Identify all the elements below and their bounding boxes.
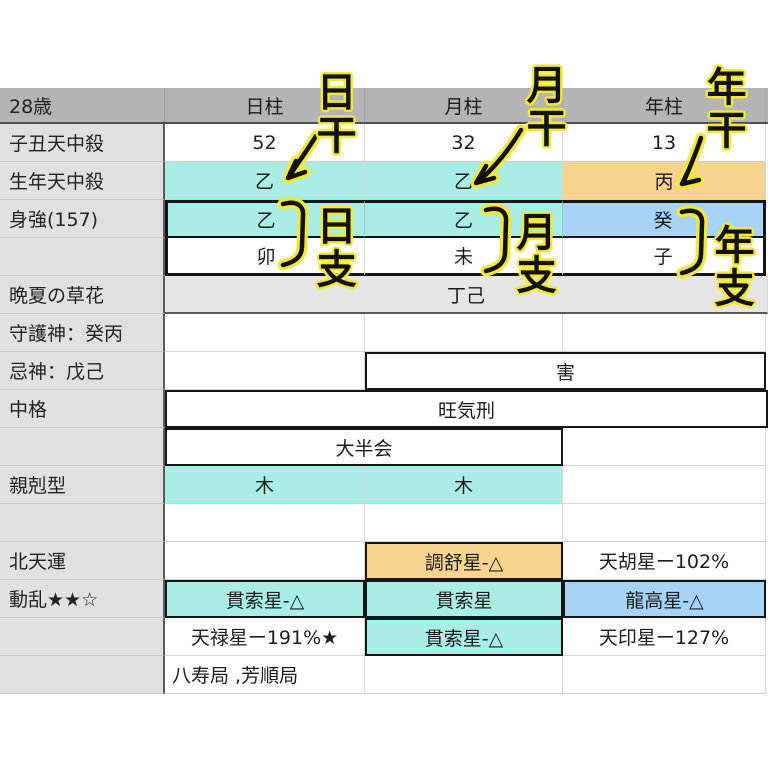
table-row-doran: 動乱★★☆ 貫索星-△ 貫索星 龍高星-△: [0, 580, 768, 618]
row-label: [0, 656, 165, 694]
cell-merged-hidden-stems: 丁己: [165, 276, 768, 314]
cell-year: 癸: [563, 200, 766, 238]
cell-month: 貫索星: [365, 580, 563, 618]
cell-month: [365, 656, 563, 694]
fortune-table: 28歳 日柱 月柱 年柱 子丑天中殺 52 32 13 生年天中殺 乙 乙 丙 …: [0, 88, 768, 694]
row-label: 晩夏の草花: [0, 276, 165, 314]
row-label: 中格: [0, 390, 165, 428]
row-label: [0, 428, 165, 466]
cell-month: 乙: [365, 200, 563, 238]
header-age: 28歳: [0, 88, 165, 122]
cell-year: 天印星ー127%: [563, 618, 766, 656]
cell-year: 天胡星ー102%: [563, 542, 766, 580]
cell-day: 卯: [165, 238, 365, 276]
cell-day: 天禄星ー191%★: [165, 618, 365, 656]
header-day-pillar: 日柱: [165, 88, 365, 122]
table-row-mikyo: 身強(157) 乙 乙 癸: [0, 200, 768, 238]
cell-day: 八寿局 ,芳順局: [165, 656, 365, 694]
cell-year: [563, 466, 766, 504]
cell-month: [365, 314, 563, 352]
cell-year: [563, 428, 766, 466]
cell-month: 未: [365, 238, 563, 276]
table-row-kyoku: 八寿局 ,芳順局: [0, 656, 768, 694]
cell-day: 乙: [165, 162, 365, 200]
row-label: 動乱★★☆: [0, 580, 165, 618]
table-header-row: 28歳 日柱 月柱 年柱: [0, 88, 768, 124]
header-month-pillar: 月柱: [365, 88, 563, 122]
table-row-chukaku: 中格 旺気刑: [0, 390, 768, 428]
cell-merged-gai: 害: [365, 352, 766, 390]
table-row-shinkoku: 親剋型 木 木: [0, 466, 768, 504]
header-year-pillar: 年柱: [563, 88, 766, 122]
cell-merged-okikei: 旺気刑: [165, 390, 768, 428]
cell-month: [365, 504, 563, 542]
table-row-tenroku: 天禄星ー191%★ 貫索星-△ 天印星ー127%: [0, 618, 768, 656]
cell-day: [165, 542, 365, 580]
cell-year: 丙: [563, 162, 766, 200]
cell-year: 13: [563, 124, 766, 162]
row-label: 親剋型: [0, 466, 165, 504]
row-label: [0, 618, 165, 656]
row-label: 身強(157): [0, 200, 165, 238]
row-label: [0, 504, 165, 542]
cell-month: 木: [365, 466, 563, 504]
table-row-seinen-tenchu: 生年天中殺 乙 乙 丙: [0, 162, 768, 200]
table-row-blank: [0, 504, 768, 542]
cell-day: [165, 352, 365, 390]
table-row-daihankai: 大半会: [0, 428, 768, 466]
cell-day: 木: [165, 466, 365, 504]
cell-year: 子: [563, 238, 766, 276]
cell-year: 龍高星-△: [563, 580, 766, 618]
cell-year: [563, 314, 766, 352]
cell-year: [563, 504, 766, 542]
cell-month: 調舒星-△: [365, 542, 563, 580]
cell-day: 貫索星-△: [165, 580, 365, 618]
row-label: 守護神：癸丙: [0, 314, 165, 352]
row-label: 北天運: [0, 542, 165, 580]
table-row-hokutenun: 北天運 調舒星-△ 天胡星ー102%: [0, 542, 768, 580]
cell-month: 貫索星-△: [365, 618, 563, 656]
cell-day: [165, 504, 365, 542]
cell-month: 乙: [365, 162, 563, 200]
cell-year: [563, 656, 766, 694]
cell-day: 52: [165, 124, 365, 162]
cell-month: 32: [365, 124, 563, 162]
cell-day: [165, 314, 365, 352]
row-label: 子丑天中殺: [0, 124, 165, 162]
row-label: [0, 238, 165, 276]
table-row-imigami: 忌神：戊己 害: [0, 352, 768, 390]
row-label: 生年天中殺: [0, 162, 165, 200]
row-label: 忌神：戊己: [0, 352, 165, 390]
table-row-tenchu-numbers: 子丑天中殺 52 32 13: [0, 124, 768, 162]
cell-merged-daihankai: 大半会: [165, 428, 563, 466]
table-row-banka: 晩夏の草花 丁己: [0, 276, 768, 314]
cell-day: 乙: [165, 200, 365, 238]
table-row-branches: 卯 未 子: [0, 238, 768, 276]
table-row-shugoshin: 守護神：癸丙: [0, 314, 768, 352]
